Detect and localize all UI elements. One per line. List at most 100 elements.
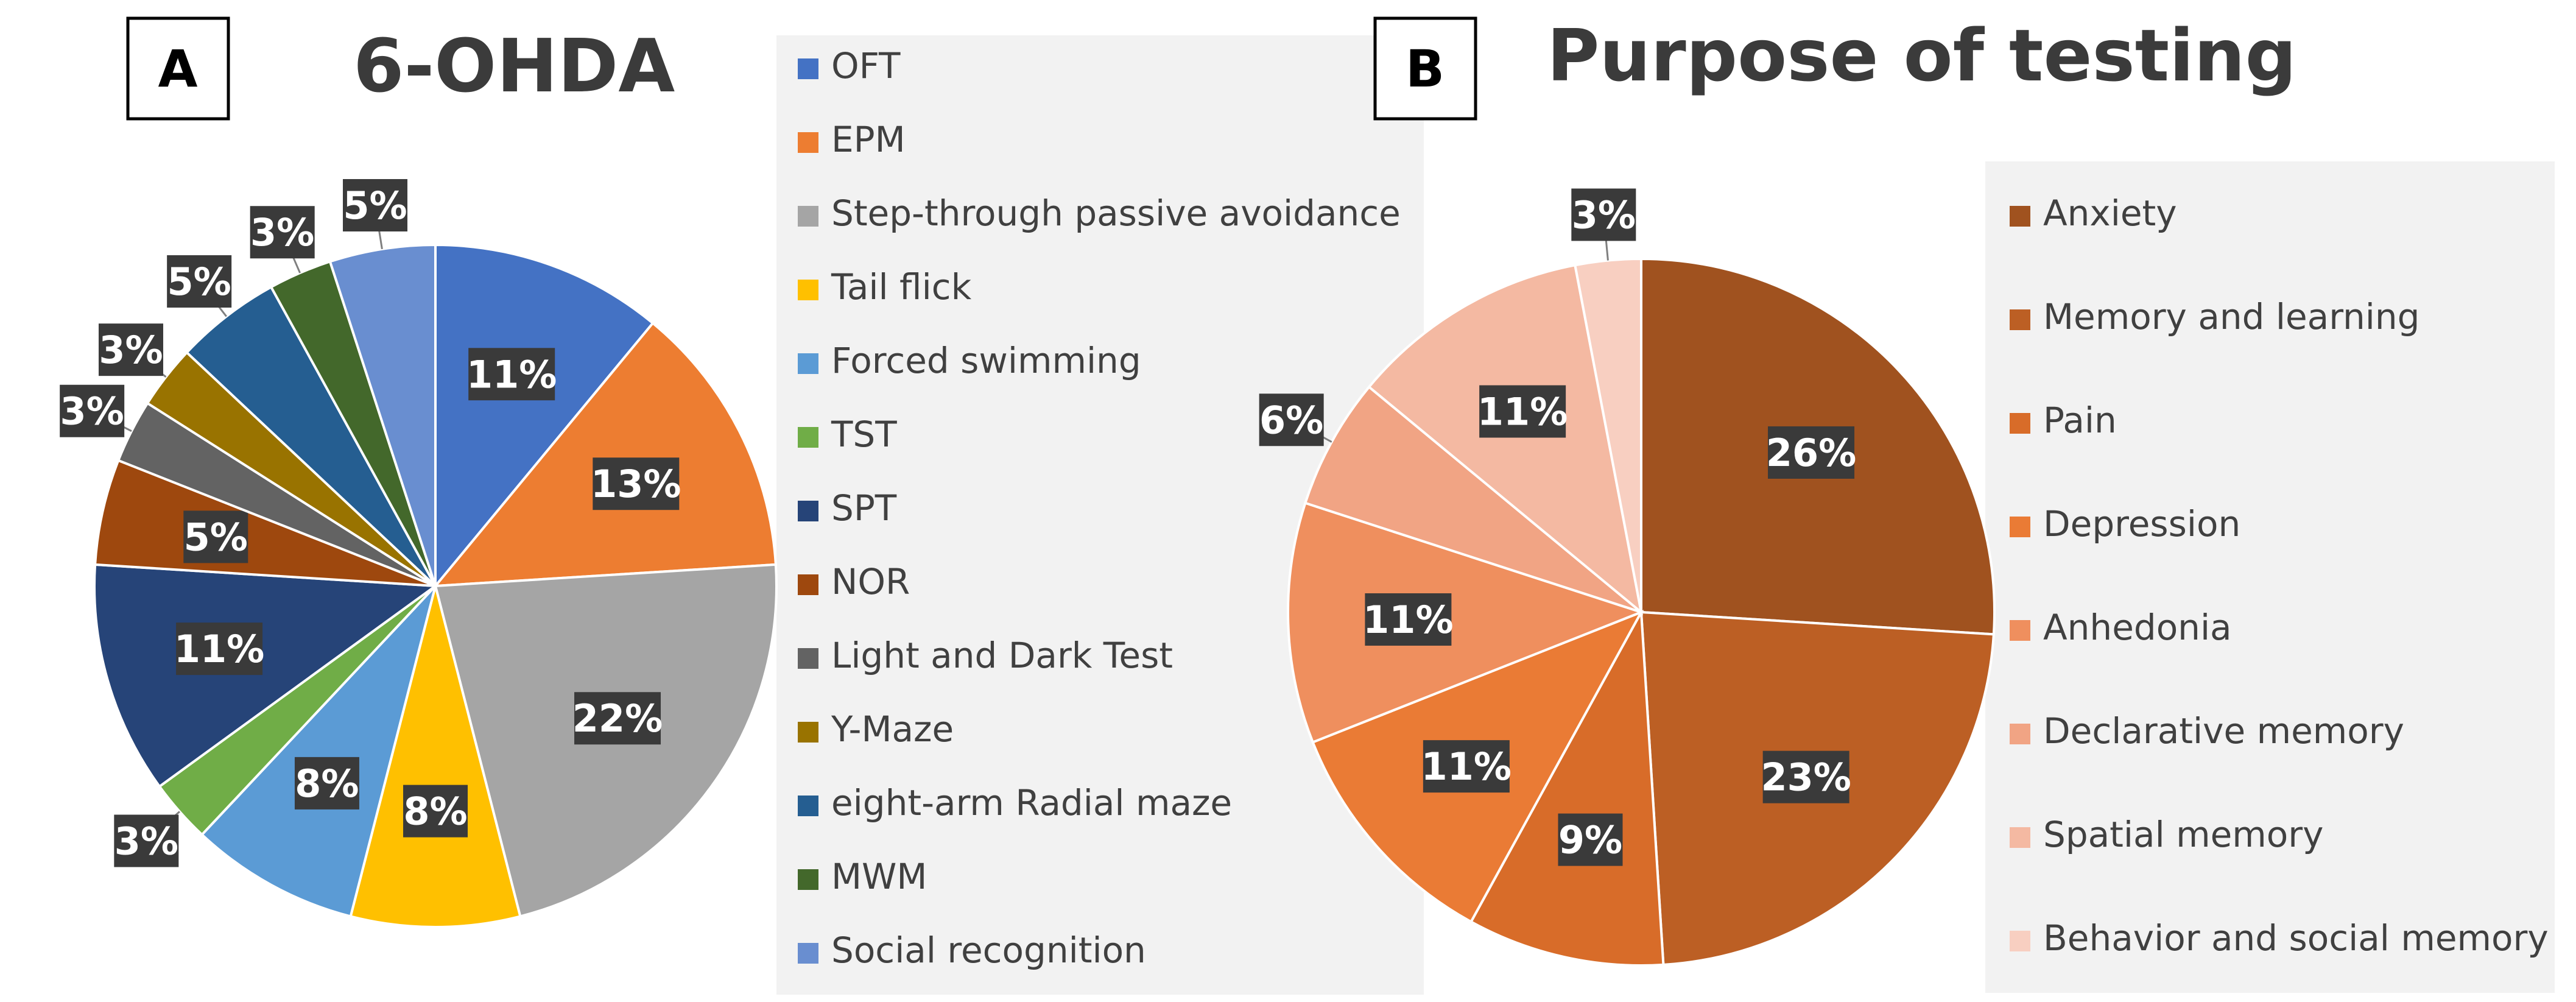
data-label: 3% bbox=[60, 389, 124, 434]
data-label-box bbox=[468, 348, 555, 401]
legend-swatch bbox=[798, 353, 818, 374]
legend-label: MWM bbox=[831, 856, 927, 897]
legend-label: Spatial memory bbox=[2043, 814, 2323, 855]
data-label-box bbox=[60, 384, 125, 437]
legend-label: OFT bbox=[831, 45, 901, 86]
legend-swatch bbox=[2010, 206, 2030, 227]
panel-a-title: 6-OHDA bbox=[353, 24, 675, 109]
legend-swatch bbox=[798, 648, 818, 669]
data-label-box bbox=[1365, 593, 1452, 646]
pie-slice bbox=[93, 459, 436, 587]
panel-b-title: Purpose of testing bbox=[1547, 13, 2296, 97]
pie-slice bbox=[328, 243, 437, 587]
legend-label: Social recognition bbox=[831, 930, 1146, 971]
data-label: 3% bbox=[99, 328, 163, 372]
data-label: 11% bbox=[1363, 598, 1453, 642]
data-label-box bbox=[1768, 426, 1855, 479]
data-label-box bbox=[1479, 385, 1566, 438]
data-label-box bbox=[1558, 813, 1623, 866]
legend-label: Forced swimming bbox=[831, 340, 1141, 381]
data-label: 22% bbox=[572, 696, 663, 741]
panel-b-letter: B bbox=[1406, 39, 1445, 99]
data-label: 23% bbox=[1761, 755, 1851, 800]
pie-slice bbox=[432, 321, 778, 588]
pie-slice bbox=[93, 563, 439, 788]
data-label-box bbox=[294, 757, 359, 810]
legend-label: EPM bbox=[831, 119, 906, 160]
data-label-box bbox=[114, 814, 179, 867]
legend-swatch bbox=[798, 280, 818, 300]
data-label: 5% bbox=[167, 259, 231, 304]
data-label: 6% bbox=[1259, 398, 1323, 442]
panel-a-letter-box bbox=[126, 16, 230, 121]
data-label-box bbox=[1762, 750, 1849, 803]
data-label: 5% bbox=[184, 515, 248, 559]
panel-a-legend: OFT EPM Step-through passive avoidanceTail… bbox=[798, 45, 1401, 971]
legend-label: Behavior and social memory bbox=[2043, 917, 2549, 959]
panel-b-pie: 26%23%9%11%11%6%11%3% bbox=[1259, 188, 1996, 967]
pie-slice bbox=[185, 285, 437, 587]
legend-swatch bbox=[2010, 413, 2030, 434]
legend-swatch bbox=[2010, 931, 2030, 951]
legend-swatch bbox=[798, 796, 818, 816]
legend-label: eight-arm Radial maze bbox=[831, 782, 1232, 824]
data-label-box bbox=[1259, 393, 1324, 446]
data-label-box bbox=[250, 206, 315, 259]
panel-a-pie: 11%13%22%8%8%3%11%5%3%3%5%3%5% bbox=[60, 178, 778, 928]
pie-slice bbox=[434, 243, 655, 590]
pie-slice bbox=[1469, 608, 1665, 967]
legend-label: NOR bbox=[831, 561, 910, 602]
data-label-box bbox=[574, 692, 661, 745]
data-label: 5% bbox=[343, 183, 407, 228]
legend-swatch bbox=[798, 574, 818, 595]
legend-label: Depression bbox=[2043, 503, 2240, 545]
legend-label: Memory and learning bbox=[2043, 296, 2420, 337]
panel-a: A 6-OHDA 11%13%22%8%8%3%11%5%3%3%5%3%5% … bbox=[60, 16, 1424, 995]
panel-a-letter: A bbox=[158, 39, 197, 99]
legend-label: Light and Dark Test bbox=[831, 635, 1173, 676]
legend-label: Anxiety bbox=[2043, 192, 2177, 234]
legend-swatch bbox=[798, 58, 818, 79]
data-label-box bbox=[167, 255, 232, 308]
data-label-box bbox=[403, 785, 468, 838]
data-label-box bbox=[1423, 740, 1510, 793]
legend-label: Declarative memory bbox=[2043, 710, 2404, 752]
data-label-box bbox=[176, 623, 263, 676]
panel-b-legend-bg bbox=[1985, 161, 2555, 993]
legend-swatch bbox=[798, 722, 818, 743]
legend-label: Step-through passive avoidance bbox=[831, 192, 1401, 234]
legend-swatch bbox=[798, 943, 818, 964]
legend-label: Pain bbox=[2043, 400, 2117, 441]
data-label-box bbox=[98, 323, 163, 376]
legend-swatch bbox=[798, 132, 818, 153]
pie-slice bbox=[1287, 501, 1645, 744]
legend-swatch bbox=[2010, 827, 2030, 848]
legend-swatch bbox=[798, 869, 818, 890]
data-label: 3% bbox=[1572, 193, 1636, 238]
data-label-box bbox=[1571, 188, 1636, 241]
data-label: 11% bbox=[1421, 744, 1511, 789]
legend-label: Tail flick bbox=[831, 266, 972, 308]
legend-swatch bbox=[2010, 724, 2030, 744]
data-label: 9% bbox=[1558, 818, 1622, 863]
panel-b-letter-box bbox=[1373, 16, 1477, 121]
data-label-box bbox=[593, 457, 680, 510]
legend-label: SPT bbox=[831, 487, 897, 529]
legend-swatch bbox=[2010, 309, 2030, 330]
data-label: 11% bbox=[466, 352, 557, 397]
legend-label: TST bbox=[831, 414, 897, 455]
pie-slice bbox=[200, 585, 437, 918]
data-label: 11% bbox=[174, 627, 264, 671]
legend-swatch bbox=[2010, 517, 2030, 537]
data-label: 3% bbox=[114, 819, 178, 863]
data-label: 11% bbox=[1477, 390, 1568, 434]
legend-swatch bbox=[798, 427, 818, 448]
data-label: 8% bbox=[295, 761, 359, 806]
pie-slice bbox=[1367, 263, 1644, 616]
data-label-box bbox=[343, 178, 408, 231]
pie-slice bbox=[1303, 385, 1642, 613]
data-label-box bbox=[183, 510, 248, 563]
pie-slice bbox=[349, 585, 522, 928]
data-label: 13% bbox=[591, 462, 681, 506]
